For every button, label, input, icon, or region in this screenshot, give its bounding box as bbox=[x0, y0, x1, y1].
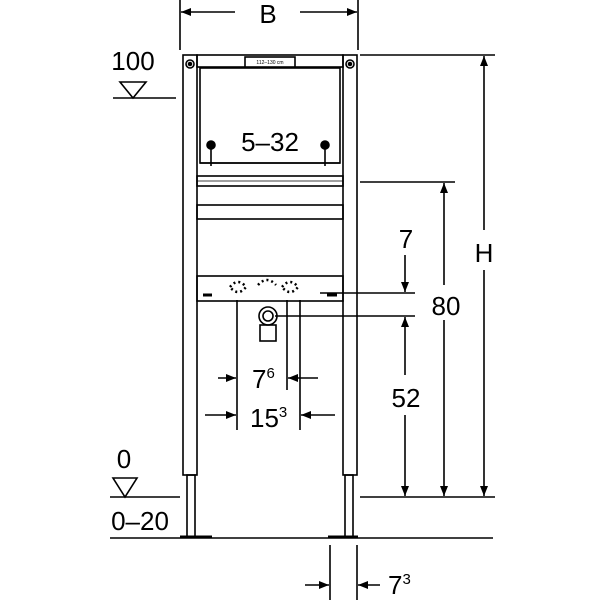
frame bbox=[180, 54, 358, 539]
label-floor-range: 0–20 bbox=[111, 506, 169, 536]
label-outlet-height: 80 bbox=[432, 291, 461, 321]
label-bottom-level: 0 bbox=[117, 444, 131, 474]
label-drain-offset: 7 bbox=[399, 224, 413, 254]
label-H: H bbox=[475, 238, 494, 268]
level-marks bbox=[110, 54, 495, 539]
frame-height-label: 112–130 cm bbox=[256, 60, 283, 66]
label-outer-spacing: 153 bbox=[250, 403, 287, 433]
width-dimension bbox=[179, 0, 359, 50]
label-pipe-spacing: 5–32 bbox=[241, 127, 299, 157]
label-B: B bbox=[259, 0, 276, 29]
label-drain-height: 52 bbox=[392, 383, 421, 413]
label-foot-offset: 73 bbox=[388, 570, 411, 600]
label-top-level: 100 bbox=[111, 46, 154, 76]
label-inner-spacing: 76 bbox=[252, 364, 275, 394]
